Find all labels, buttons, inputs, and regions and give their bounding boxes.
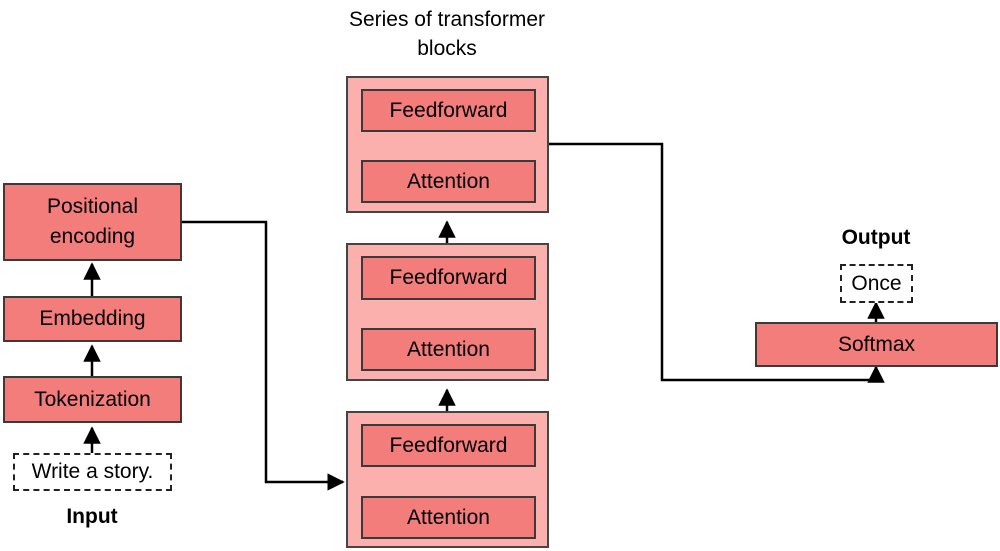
attention-box: Attention [361, 328, 536, 371]
attention-label: Attention [407, 169, 490, 193]
attention-label: Attention [407, 337, 490, 361]
tokenization-label: Tokenization [34, 387, 151, 411]
transformer-block: Feedforward Attention [346, 76, 549, 213]
softmax-label: Softmax [837, 332, 916, 356]
input-text-box: Write a story. [13, 453, 172, 491]
feedforward-label: Feedforward [389, 98, 508, 122]
transformer-block: Feedforward Attention [346, 243, 549, 381]
attention-box: Attention [361, 160, 536, 203]
arrow-positional-to-transformer [181, 220, 345, 491]
arrow-transformer-to-softmax [549, 142, 885, 383]
transformer-title: Series of transformer blocks [348, 8, 546, 60]
output-text-box: Once [840, 264, 913, 303]
feedforward-box: Feedforward [361, 89, 536, 132]
feedforward-label: Feedforward [389, 433, 508, 457]
feedforward-box: Feedforward [361, 256, 536, 300]
attention-box: Attention [361, 496, 536, 539]
input-label: Input [66, 505, 118, 528]
positional-encoding-box: Positional encoding [3, 183, 182, 261]
softmax-box: Softmax [755, 322, 998, 367]
transformer-block: Feedforward Attention [346, 411, 549, 548]
output-label: Output [841, 226, 911, 249]
positional-encoding-label: Positional encoding [46, 195, 139, 248]
feedforward-label: Feedforward [389, 266, 508, 289]
embedding-box: Embedding [3, 296, 182, 342]
input-text: Write a story. [31, 460, 154, 483]
tokenization-box: Tokenization [3, 376, 182, 423]
output-text: Once [851, 271, 902, 295]
attention-label: Attention [407, 505, 490, 529]
feedforward-box: Feedforward [361, 424, 536, 467]
embedding-label: Embedding [39, 307, 146, 330]
